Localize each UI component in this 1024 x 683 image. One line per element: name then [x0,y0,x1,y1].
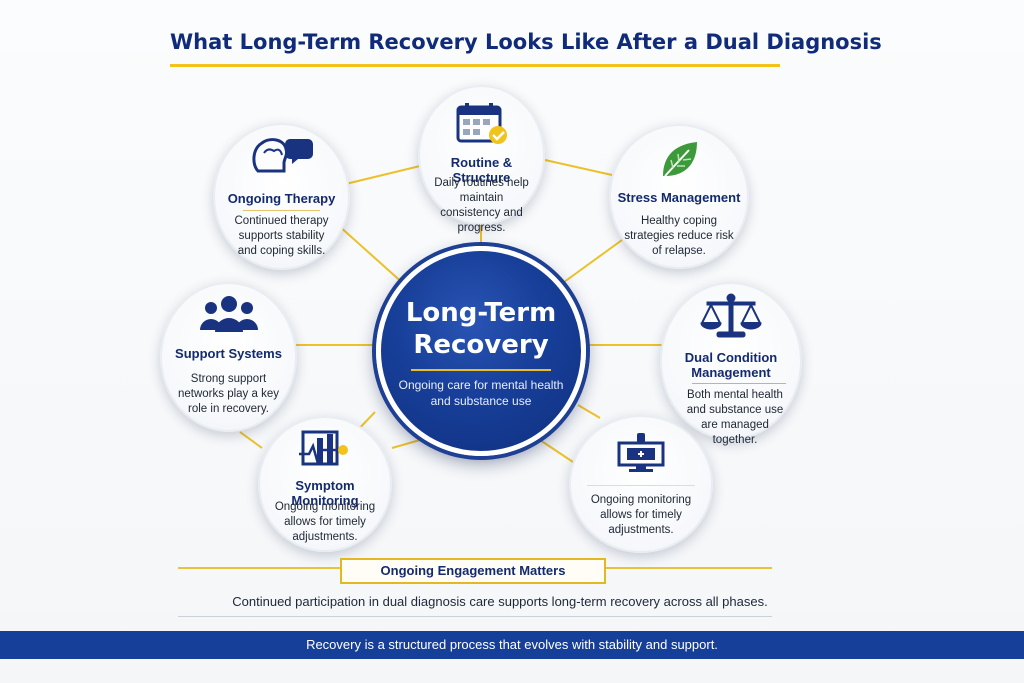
node-label: Dual Condition Management [668,350,794,380]
node-divider [692,383,786,384]
heartbeat-monitor-icon [260,430,390,468]
connector-center-monitor [577,404,601,419]
node-label: Ongoing Therapy [227,191,336,206]
page-title: What Long-Term Recovery Looks Like After… [170,30,882,54]
node-label-line1: Dual Condition [684,350,778,365]
node-description: Strong support networks play a key role … [178,373,279,415]
engagement-heading: Ongoing Engagement Matters [340,558,606,584]
node-label: Stress Management [617,190,741,205]
center-divider [411,369,551,371]
node-support-systems: Support Systems Strong support networks … [160,282,297,432]
center-long-term-recovery: Long-Term Recovery Ongoing care for ment… [376,246,586,456]
center-title: Long-Term Recovery [381,297,581,361]
people-group-icon [162,294,295,334]
node-label: Symptom Monitoring [291,478,359,508]
node-routine-structure: Routine & Structure Daily routines help … [418,85,545,234]
node-dual-condition-management: Dual Condition Management Both mental he… [660,282,802,446]
node-ongoing-therapy: Ongoing Therapy Continued therapy suppor… [213,123,350,270]
center-description: Ongoing care for mental health and subst… [398,378,564,408]
leaf-icon [611,138,747,182]
node-divider [243,210,320,211]
node-label: Support Systems [175,346,282,361]
node-symptom-monitoring: Symptom Monitoring Ongoing monitoring al… [258,416,392,552]
engagement-text: Continued participation in dual diagnosi… [232,594,768,609]
node-ongoing-monitoring: Ongoing monitoring allows for timely adj… [569,415,713,553]
node-description: Healthy coping strategies reduce risk of… [624,215,734,257]
engagement-divider [178,616,772,617]
head-speech-bubble-icon [215,135,348,175]
node-divider [587,485,695,486]
title-underline [170,64,780,67]
node-description: Ongoing monitoring allows for timely adj… [590,494,692,536]
connector-symptom-center2 [391,439,421,449]
footer-banner: Recovery is a structured process that ev… [0,631,1024,659]
connector-routine-stress [544,159,613,176]
node-description: Both mental health and substance use are… [686,389,784,446]
node-stress-management: Stress Management Healthy coping strateg… [609,124,749,269]
computer-medical-icon [571,431,711,473]
connector-therapy-center [337,224,406,286]
node-label-line2: Management [691,365,771,380]
center-title-line1: Long-Term [405,298,557,328]
center-title-line2: Recovery [413,330,549,360]
balance-scale-icon [662,292,800,340]
connector-stress-center [559,239,623,286]
node-description: Continued therapy supports stability and… [234,215,329,257]
connector-support-symptom [239,431,263,449]
node-description: Daily routines help maintain consistency… [434,177,529,234]
node-description: Ongoing monitoring allows for timely adj… [274,501,376,543]
calendar-check-icon [420,103,543,145]
node-label: Routine & Structure [450,155,513,185]
